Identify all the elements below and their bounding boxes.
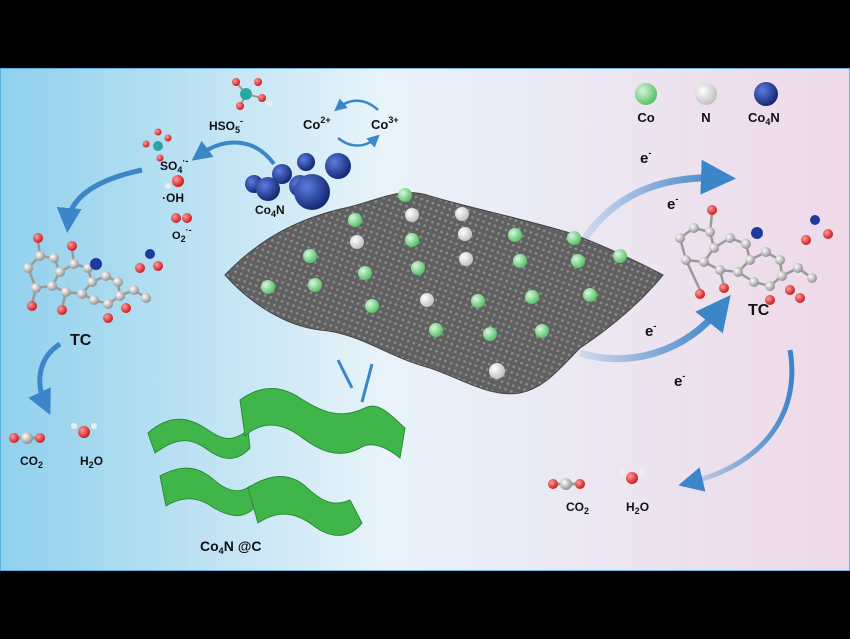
electron-arrow-top xyxy=(582,159,736,241)
co-atom xyxy=(535,324,549,338)
n-atom xyxy=(455,207,469,221)
co-atom xyxy=(429,323,443,337)
n-atom xyxy=(458,227,472,241)
co4n-atom xyxy=(294,174,330,210)
electron-arrow-bottom xyxy=(578,295,731,362)
co-atom xyxy=(571,254,585,268)
o2-molecule xyxy=(171,213,192,223)
o2-radical-label: O2·- xyxy=(172,225,192,244)
carbon-ribbon xyxy=(247,476,363,536)
h2o-molecule-left xyxy=(71,423,97,438)
co-atom xyxy=(583,288,597,302)
co4n-cluster: Co4N xyxy=(245,153,351,219)
radical-attack-arrow xyxy=(56,167,143,233)
co2-molecule-left xyxy=(9,432,45,444)
co-atom xyxy=(261,280,275,294)
legend: Co N Co4N xyxy=(635,82,780,127)
legend-co4n-atom xyxy=(754,82,778,106)
left-products: CO2 H2O xyxy=(9,423,103,470)
oh-molecule xyxy=(165,175,184,189)
co4n-atom xyxy=(297,153,315,171)
co-atom xyxy=(411,261,425,275)
tc-molecule-right xyxy=(675,205,833,305)
carbon-caption: Co4N @C xyxy=(200,538,261,556)
h2o-label-left: H2O xyxy=(80,454,103,470)
co-atom xyxy=(513,254,527,268)
co-atom xyxy=(398,188,412,202)
electron-label: e- xyxy=(667,194,678,213)
co-atom xyxy=(358,266,372,280)
co3plus-label: Co3+ xyxy=(371,115,399,132)
co2-label-right: CO2 xyxy=(566,500,589,516)
co-atom xyxy=(613,249,627,263)
co-atom xyxy=(348,213,362,227)
tc-molecule-left xyxy=(23,233,163,323)
tc-label-right: TC xyxy=(748,302,770,319)
co-atom xyxy=(483,327,497,341)
legend-co-label: Co xyxy=(637,110,654,125)
carbon-ribbon xyxy=(147,418,251,459)
hso5-molecule xyxy=(232,78,273,110)
co-atom xyxy=(365,299,379,313)
left-degradation-arrow xyxy=(28,341,62,416)
n-atom xyxy=(405,208,419,222)
tc-label-left: TC xyxy=(70,332,92,349)
so4-molecule xyxy=(142,128,172,162)
h2o-molecule-right xyxy=(619,469,645,484)
carbon-ribbon xyxy=(239,388,406,459)
n-atom xyxy=(459,252,473,266)
pms-activation-arrow xyxy=(191,140,276,166)
so4-radical-label: SO4·- xyxy=(160,156,188,175)
electron-label: e- xyxy=(674,371,685,390)
n-atom xyxy=(350,235,364,249)
legend-co4n-label: Co4N xyxy=(748,110,780,127)
co-atom xyxy=(405,233,419,247)
hso5-label: HSO5- xyxy=(209,116,243,135)
carbon-ribbons xyxy=(147,359,406,536)
co-atom xyxy=(525,290,539,304)
co2-label-left: CO2 xyxy=(20,454,43,470)
co-atom xyxy=(508,228,522,242)
co4n-atom xyxy=(256,177,280,201)
legend-n-label: N xyxy=(701,110,710,125)
redox-cycle: Co2+ Co3+ xyxy=(303,98,399,148)
co-atom xyxy=(567,231,581,245)
co-atom xyxy=(303,249,317,263)
radical-species: HSO5- SO4·- ·OH O2·- xyxy=(142,78,273,244)
co-atom xyxy=(308,278,322,292)
right-products: CO2 H2O xyxy=(548,469,649,516)
legend-co-atom xyxy=(635,83,657,105)
co4n-atom xyxy=(272,164,292,184)
redox-arrow-top xyxy=(334,98,379,112)
h2o-label-right: H2O xyxy=(626,500,649,516)
oh-radical-label: ·OH xyxy=(162,191,184,205)
co2-molecule-right xyxy=(548,478,585,490)
right-degradation-arrow xyxy=(678,349,795,492)
co4n-cluster-label: Co4N xyxy=(255,203,285,219)
sheet-atoms xyxy=(261,188,627,379)
electron-label: e- xyxy=(645,321,656,340)
n-atom xyxy=(489,363,505,379)
redox-arrow-bottom xyxy=(337,134,380,148)
co-atom xyxy=(471,294,485,308)
legend-n-atom xyxy=(695,83,717,105)
co4n-atom xyxy=(325,153,351,179)
co2plus-label: Co2+ xyxy=(303,115,331,132)
graphical-abstract: Co N Co4N xyxy=(0,68,850,571)
n-atom xyxy=(420,293,434,307)
carbon-sheet xyxy=(224,192,664,395)
electron-label: e- xyxy=(640,148,651,167)
